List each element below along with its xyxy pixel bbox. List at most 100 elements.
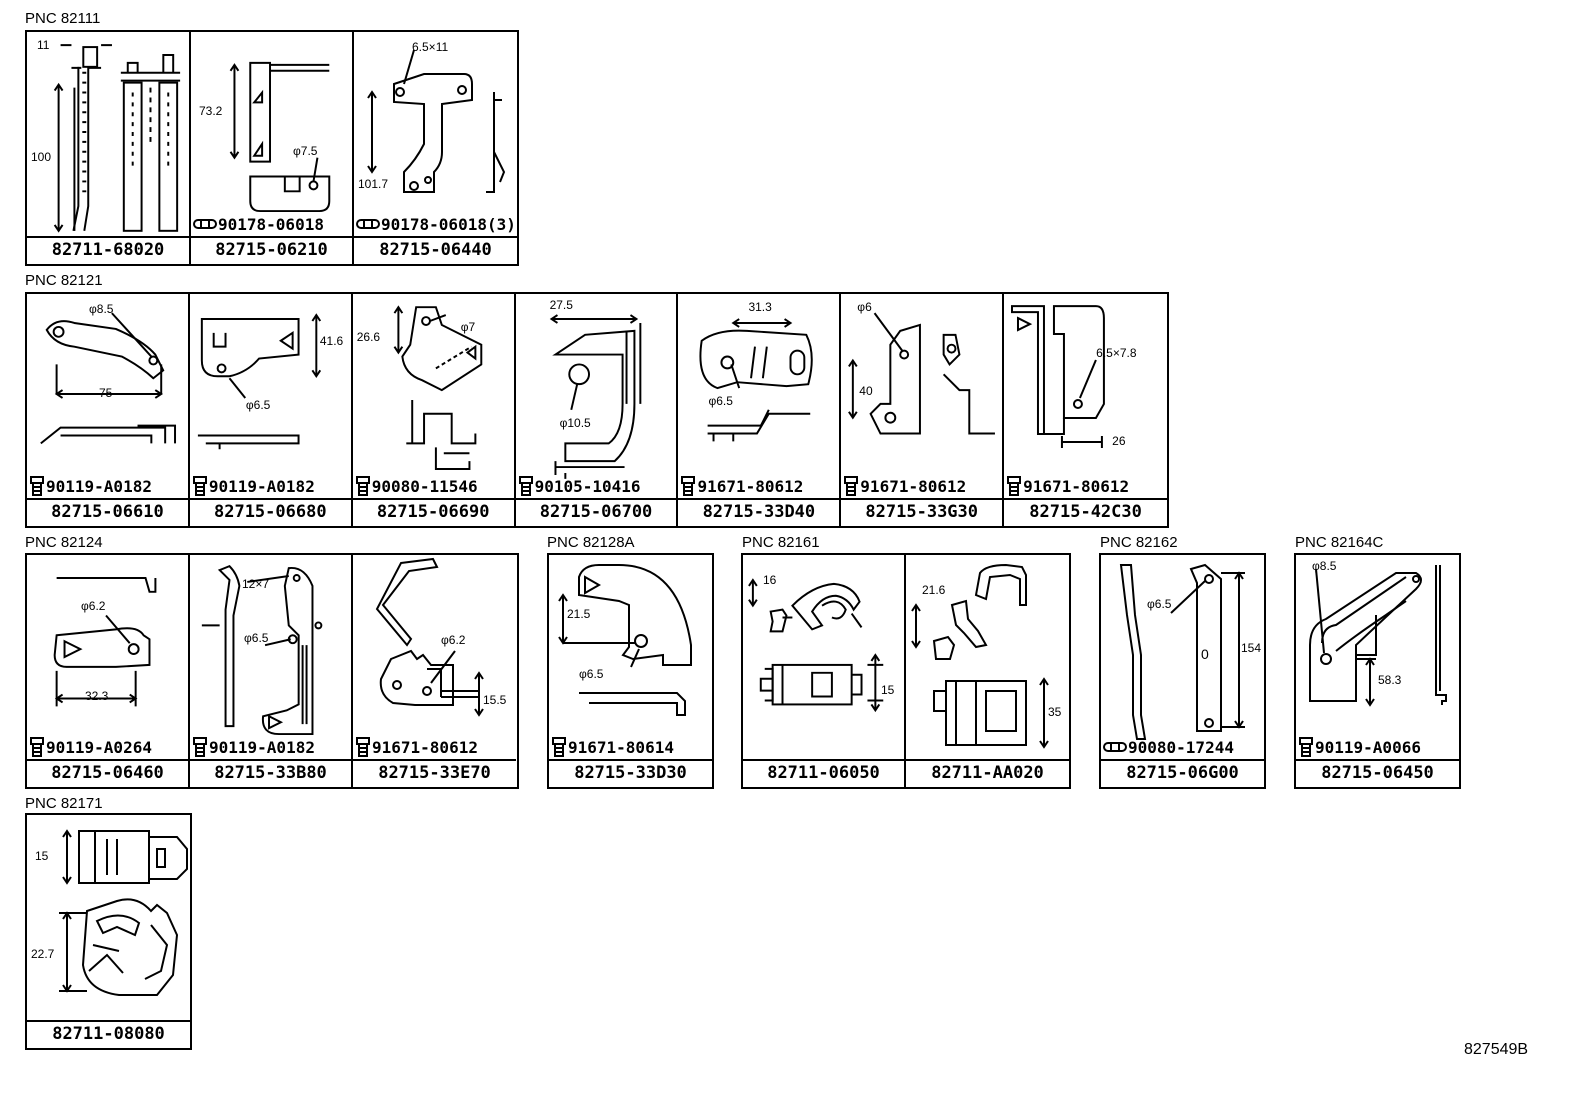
part-drawing <box>1296 555 1459 761</box>
fastener-number: 90178-06018 <box>218 214 324 234</box>
part-number: 82715-06680 <box>189 498 351 526</box>
dimension-label: 16 <box>763 573 777 587</box>
fastener-number: 90105-10416 <box>534 476 641 496</box>
fastener: 91671-80612 <box>1006 476 1129 496</box>
part-cell[interactable]: 0 φ6.5 154 90080-17244 82715-06G00 <box>1101 555 1264 787</box>
part-cell[interactable]: 21.6 35 82711-AA020 <box>906 555 1069 787</box>
dimension-label: 21.6 <box>922 583 946 597</box>
fastener-number: 90119-A0182 <box>208 476 315 496</box>
dimension-label: φ10.5 <box>559 416 591 430</box>
fastener-number: 91671-80612 <box>372 737 478 757</box>
part-drawing <box>27 555 188 761</box>
dimension-label: φ6.5 <box>708 394 733 408</box>
part-cell[interactable]: 15 22.7 82711-08080 <box>27 815 190 1048</box>
part-cell[interactable]: φ8.5 58.3 90119-A0066 82715-06450 <box>1296 555 1459 787</box>
part-number: 82715-42C30 <box>1004 498 1168 526</box>
dimension-label: 101.7 <box>358 177 389 191</box>
part-drawing <box>190 294 351 500</box>
dimension-label: 40 <box>859 384 873 398</box>
fastener: 90080-11546 <box>355 476 478 496</box>
fastener-number: 90119-A0264 <box>46 737 152 757</box>
fastener-number: 91671-80612 <box>697 476 804 496</box>
pnc-label-82164c: PNC 82164C <box>1295 534 1384 551</box>
part-group-82124: φ6.2 32.3 90119-A0264 82715-06460 12×7 φ… <box>25 553 519 789</box>
part-cell[interactable]: 12×7 φ6.5 90119-A0182 82715-33B80 <box>190 555 353 787</box>
fastener: 91671-80612 <box>355 737 478 757</box>
dimension-label: 73.2 <box>199 104 223 118</box>
pnc-label-82162: PNC 82162 <box>1100 534 1178 551</box>
pnc-label-82161: PNC 82161 <box>742 534 820 551</box>
diagram-reference: 827549B <box>1464 1041 1529 1058</box>
part-drawing <box>743 555 904 761</box>
part-cell[interactable]: 41.6 φ6.5 90119-A0182 82715-06680 <box>189 294 353 526</box>
dimension-label: 27.5 <box>549 298 573 312</box>
dimension-label: 75 <box>99 386 113 400</box>
part-drawing <box>678 294 839 500</box>
part-cell[interactable]: 27.5 φ10.5 90105-10416 82715-06700 <box>515 294 679 526</box>
part-drawing <box>190 555 351 761</box>
part-drawing <box>27 815 190 1022</box>
part-number: 82715-06440 <box>354 236 517 264</box>
dimension-label: φ6.5 <box>245 398 271 412</box>
part-number: 82715-33D40 <box>678 498 840 526</box>
fastener: 90119-A0066 <box>1298 737 1421 757</box>
dimension-label: 15 <box>35 849 49 863</box>
bolt-icon <box>518 476 533 496</box>
fastener-number: 90119-A0182 <box>209 737 315 757</box>
dimension-label: 12×7 <box>242 577 270 591</box>
part-cell[interactable]: 6.5×7.8 26 91671-80612 82715-42C30 <box>1004 294 1168 526</box>
part-cell[interactable]: φ6 40 91671-80612 82715-33G30 <box>841 294 1005 526</box>
dimension-label: 100 <box>31 150 52 164</box>
part-cell[interactable]: 31.3 φ6.5 91671-80612 82715-33D40 <box>678 294 842 526</box>
part-number: 82715-06G00 <box>1101 759 1264 787</box>
bolt-icon <box>1299 737 1313 757</box>
bolt-icon <box>30 476 44 496</box>
pnc-label-82121: PNC 82121 <box>25 272 103 289</box>
part-drawing <box>354 32 517 238</box>
part-group-82111: 11 100 82711-68020 73.2 φ7.5 90178-06018… <box>25 30 519 266</box>
part-number: 82711-68020 <box>27 236 189 264</box>
part-drawing <box>906 555 1069 761</box>
part-drawing <box>27 294 188 500</box>
pnc-label-82128a: PNC 82128A <box>547 534 635 551</box>
dimension-label: φ6.2 <box>81 599 106 613</box>
fastener: 90105-10416 <box>518 476 641 496</box>
dimension-label: 35 <box>1048 705 1062 719</box>
fastener: 91671-80612 <box>680 476 803 496</box>
fastener: 90178-06018(3) <box>356 214 516 234</box>
dimension-label: φ8.5 <box>1312 559 1337 573</box>
dimension-label: φ6 <box>857 300 872 314</box>
part-number: 82711-AA020 <box>906 759 1069 787</box>
dimension-label: 58.3 <box>1378 673 1402 687</box>
part-cell[interactable]: φ6.2 32.3 90119-A0264 82715-06460 <box>27 555 190 787</box>
fastener: 91671-80614 <box>551 737 674 757</box>
fastener-number: 91671-80612 <box>860 476 967 496</box>
part-cell[interactable]: 16 15 82711-06050 <box>743 555 906 787</box>
bolt-icon <box>844 476 859 496</box>
part-number: 82715-33G30 <box>841 498 1003 526</box>
dimension-label: 15 <box>881 683 895 697</box>
dimension-label: 32.3 <box>85 689 109 703</box>
part-cell[interactable]: 21.5 φ6.5 91671-80614 82715-33D30 <box>549 555 712 787</box>
part-cell[interactable]: 6.5×11 101.7 90178-06018(3) 82715-06440 <box>354 32 517 264</box>
fastener: 90119-A0182 <box>192 476 315 496</box>
part-group-82121: φ8.5 75 90119-A0182 82715-06610 41.6 φ6.… <box>25 292 1169 528</box>
part-cell[interactable]: 73.2 φ7.5 90178-06018 82715-06210 <box>191 32 354 264</box>
part-number: 82715-33B80 <box>190 759 351 787</box>
part-cell[interactable]: 26.6 φ7 90080-11546 82715-06690 <box>352 294 516 526</box>
dimension-label: 21.5 <box>567 607 591 621</box>
dimension-label: φ7.5 <box>293 144 318 158</box>
pnc-label-82111: PNC 82111 <box>25 10 101 27</box>
bolt-icon <box>1007 476 1022 496</box>
bolt-icon <box>193 737 207 757</box>
part-number: 82715-06690 <box>352 498 514 526</box>
part-drawing <box>191 32 352 238</box>
part-cell[interactable]: φ6.2 15.5 91671-80612 82715-33E70 <box>353 555 516 787</box>
part-number: 82715-06610 <box>27 498 188 526</box>
part-number: 82711-06050 <box>743 759 904 787</box>
part-number: 82715-06450 <box>1296 759 1459 787</box>
part-cell[interactable]: 11 100 82711-68020 <box>27 32 191 264</box>
dimension-label: 6.5×11 <box>412 40 449 54</box>
dimension-label: 154 <box>1241 641 1262 655</box>
part-cell[interactable]: φ8.5 75 90119-A0182 82715-06610 <box>27 294 190 526</box>
